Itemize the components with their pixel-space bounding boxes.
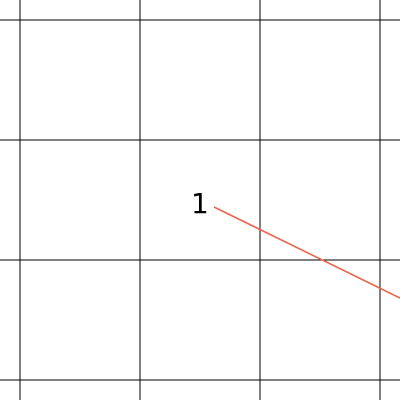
waypoint-label: 1 bbox=[191, 187, 209, 220]
route-segment[interactable] bbox=[213, 206, 400, 299]
